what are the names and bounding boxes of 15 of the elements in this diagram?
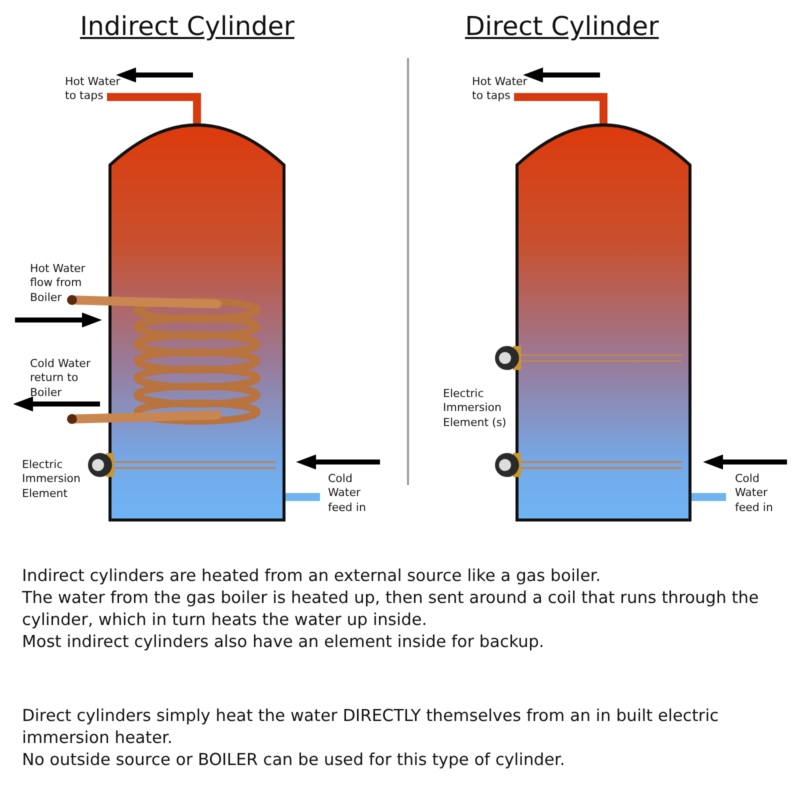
explanation-paragraph: Direct cylinders simply heat the water DIRECTLY themselves from an in built electric immersion heater.	[22, 705, 720, 749]
cylinder-heading: Direct Cylinder	[465, 11, 659, 44]
explanation-paragraph: Most indirect cylinders also have an element inside for backup.	[22, 631, 544, 653]
pipe-label: Hot Water flow from Boiler	[30, 262, 86, 305]
cylinder-heading: Indirect Cylinder	[80, 11, 294, 44]
element-label: Electric Immersion Element (s)	[443, 387, 508, 430]
explanation-paragraph: No outside source or BOILER can be used for this type of cylinder.	[22, 749, 565, 771]
pipe-label: Cold Water feed in	[735, 472, 774, 515]
pipe-label: Hot Water to taps	[65, 75, 122, 104]
pipe-label: Cold Water return to Boiler	[30, 357, 92, 400]
explanation-paragraph: Indirect cylinders are heated from an external source like a gas boiler.	[22, 565, 601, 587]
element-label: Electric Immersion Element	[22, 458, 82, 501]
pipe-label: Cold Water feed in	[328, 472, 367, 515]
explanation-paragraph: The water from the gas boiler is heated up, then sent around a coil that runs through the cylinder, which in turn heats the water up inside.	[22, 587, 760, 631]
pipe-label: Hot Water to taps	[472, 75, 528, 104]
